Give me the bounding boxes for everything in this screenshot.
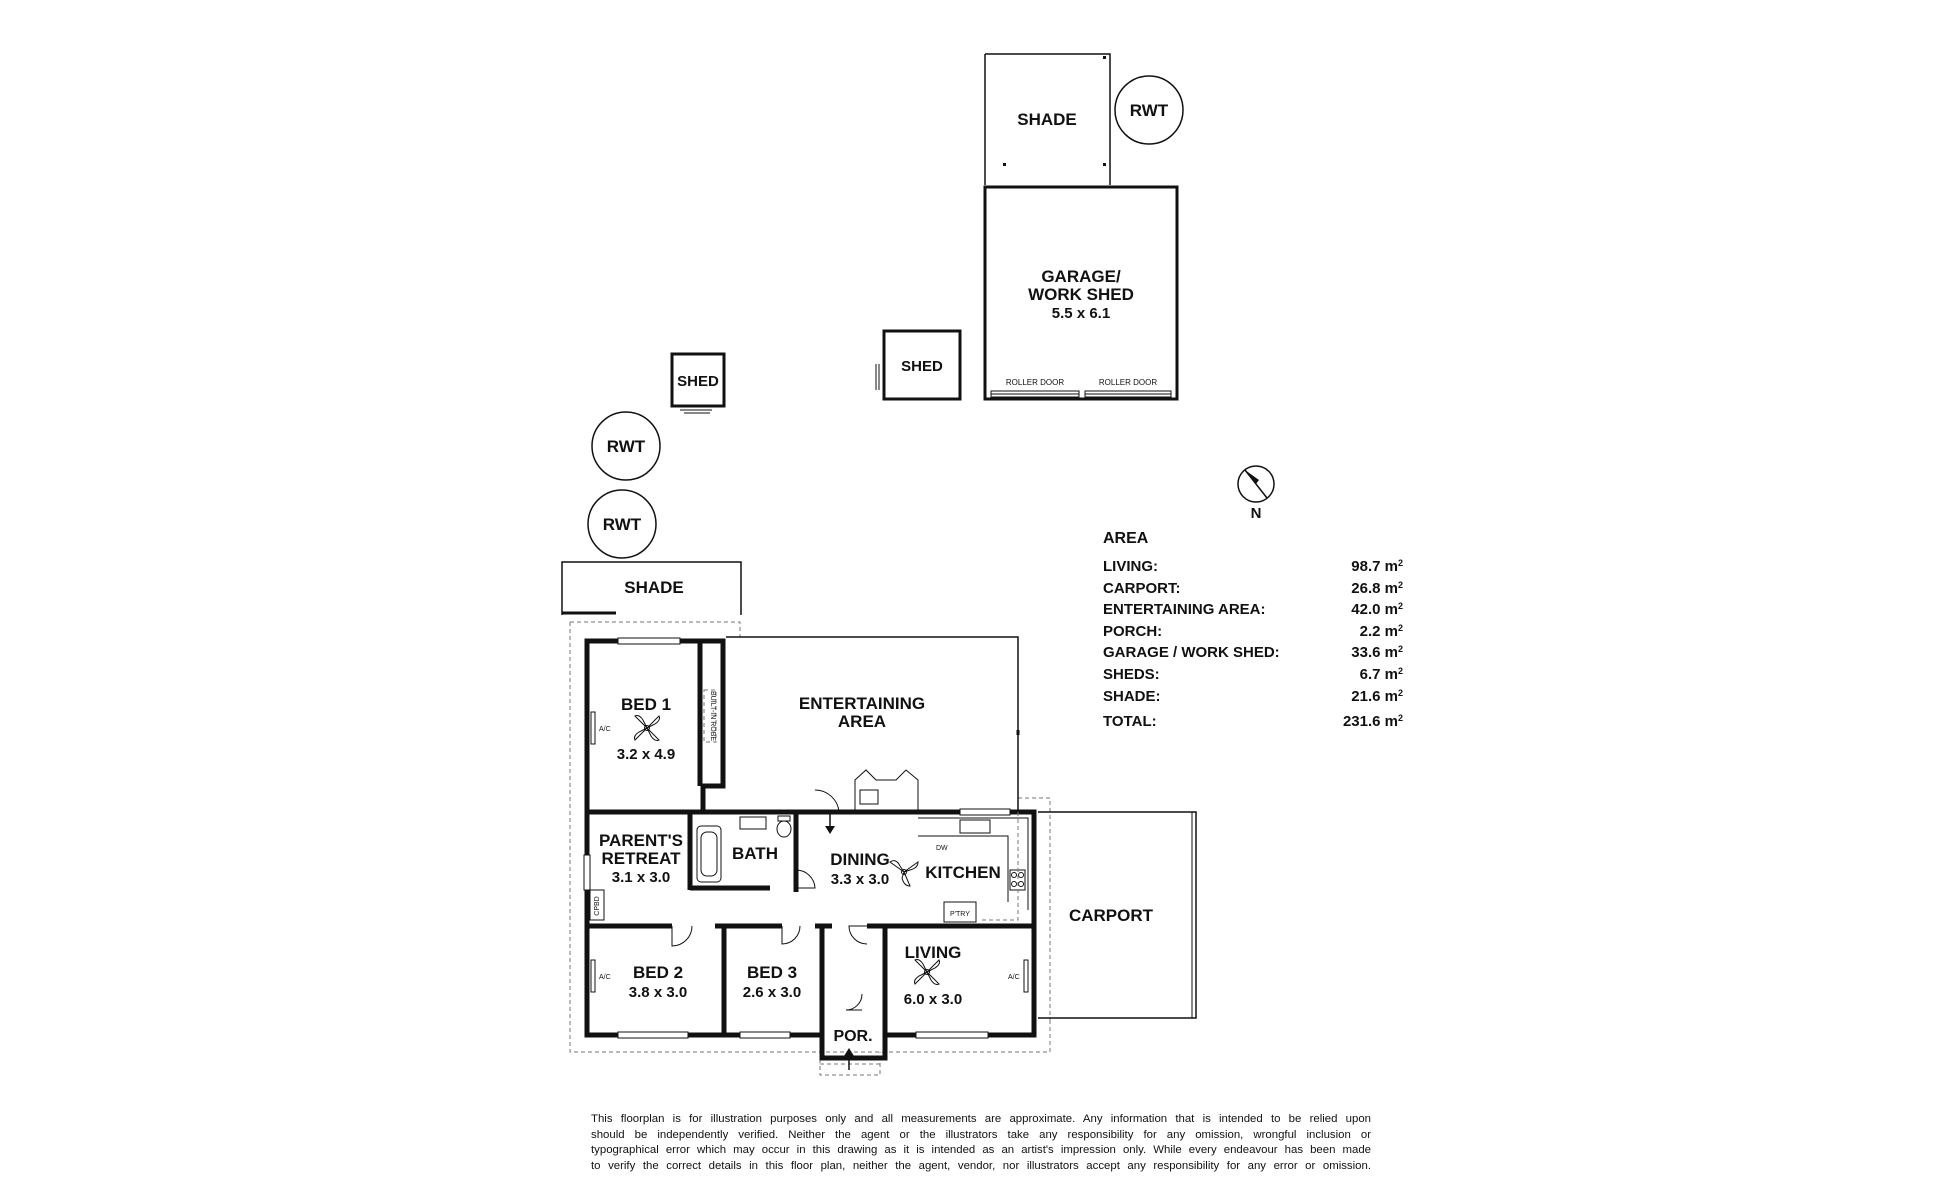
- kitchen-fixtures: [918, 812, 1029, 923]
- living-ac-label: A/C: [1008, 974, 1020, 981]
- porch-label: POR.: [833, 1028, 872, 1045]
- area-row-total: TOTAL: 231.6 m2: [1103, 711, 1403, 733]
- living-dims: 6.0 x 3.0: [904, 991, 962, 1008]
- shed-mid: SHED: [875, 329, 962, 401]
- garage-label-line1: GARAGE/: [1041, 267, 1121, 286]
- bed3-label: BED 3: [747, 963, 797, 982]
- shade-left-label: SHADE: [624, 578, 684, 597]
- shade-top-label: SHADE: [1017, 110, 1077, 129]
- north-compass: N: [1237, 465, 1275, 522]
- garage-roller-door-right: ROLLER DOOR: [1099, 378, 1157, 387]
- parents-retreat-label-line1: PARENT'S: [599, 831, 683, 850]
- area-row-label: GARAGE / WORK SHED:: [1103, 644, 1280, 662]
- bath-fixtures: [696, 815, 792, 883]
- kitchen-dw: DW: [936, 845, 948, 852]
- kitchen-ptry: P'TRY: [950, 911, 970, 918]
- area-row-sheds: SHEDS: 6.7 m2: [1103, 664, 1403, 686]
- robe-outline: [703, 689, 717, 743]
- eave-outline: [569, 621, 1051, 1053]
- carport: CARPORT: [1038, 811, 1197, 1019]
- rwt-left-2: RWT: [587, 489, 657, 559]
- entertaining-area: ENTERTAINING AREA: [726, 636, 1020, 812]
- area-row-value: 26.8 m2: [1351, 579, 1403, 597]
- shed-small-label: SHED: [677, 373, 719, 390]
- bed2-label: BED 2: [633, 963, 683, 982]
- area-row-value: 2.2 m2: [1359, 622, 1403, 640]
- parents-retreat-dims: 3.1 x 3.0: [612, 869, 670, 886]
- area-row-label: PORCH:: [1103, 622, 1163, 640]
- door-swings: [671, 789, 868, 1070]
- area-row-value: 21.6 m2: [1351, 687, 1403, 705]
- bed2-ac-label: A/C: [599, 974, 611, 981]
- bed1-dims: 3.2 x 4.9: [617, 746, 675, 763]
- area-row-value: 33.6 m2: [1351, 644, 1403, 662]
- disclaimer-line: typographical error which may occur in t…: [591, 1144, 1371, 1157]
- house-walls: [584, 638, 1037, 1061]
- ceiling-fan-icon: [634, 715, 940, 985]
- parents-retreat-cpbd: CPBD: [594, 896, 601, 915]
- area-row-label: ENTERTAINING AREA:: [1103, 601, 1266, 619]
- entertaining-label-line1: ENTERTAINING: [799, 694, 925, 713]
- bed1-label: BED 1: [621, 695, 671, 714]
- area-row-label: CARPORT:: [1103, 579, 1181, 597]
- shed-mid-label: SHED: [901, 358, 943, 375]
- entertaining-label-line2: AREA: [838, 712, 886, 731]
- shade-top: SHADE: [984, 53, 1111, 185]
- area-row-carport: CARPORT: 26.8 m2: [1103, 578, 1403, 600]
- area-row-value: 42.0 m2: [1351, 601, 1403, 619]
- area-row-label: LIVING:: [1103, 558, 1158, 575]
- area-row-label: SHADE:: [1103, 687, 1161, 705]
- windows: [583, 637, 1011, 1039]
- area-total-label: TOTAL:: [1103, 713, 1157, 731]
- rwt-left-1-label: RWT: [607, 437, 646, 456]
- area-row-porch: PORCH: 2.2 m2: [1103, 621, 1403, 643]
- area-row-label: SHEDS:: [1103, 665, 1160, 683]
- disclaimer-line: This floorplan is for illustration purpo…: [591, 1113, 1371, 1125]
- disclaimer-line: should be independently verified. Neithe…: [591, 1128, 1371, 1141]
- rwt-left-1: RWT: [591, 411, 661, 481]
- area-row-shade: SHADE: 21.6 m2: [1103, 686, 1403, 708]
- rwt-left-2-label: RWT: [603, 515, 642, 534]
- carport-label: CARPORT: [1069, 906, 1154, 925]
- area-row-value: 98.7 m2: [1351, 558, 1403, 575]
- shed-small: SHED: [670, 352, 726, 414]
- dining-label: DINING: [830, 850, 890, 869]
- living-label: LIVING: [905, 943, 962, 962]
- area-total-value: 231.6 m2: [1342, 713, 1403, 731]
- rwt-top: RWT: [1114, 75, 1184, 145]
- area-schedule: AREA LIVING: 98.7 m2 CARPORT: 26.8 m2 EN…: [1103, 530, 1403, 733]
- disclaimer: This floorplan is for illustration purpo…: [591, 1112, 1371, 1174]
- bed2-dims: 3.8 x 3.0: [629, 984, 687, 1001]
- garage-label-line2: WORK SHED: [1028, 285, 1134, 304]
- disclaimer-line: to verify the correct details in this fl…: [591, 1159, 1371, 1172]
- area-row-entertaining: ENTERTAINING AREA: 42.0 m2: [1103, 599, 1403, 621]
- bed1-robe-label: BUILT-IN ROBE: [709, 691, 716, 741]
- area-title: AREA: [1103, 530, 1149, 547]
- ac-units: [589, 711, 1029, 993]
- shade-left: SHADE: [561, 561, 742, 615]
- area-row-value: 6.7 m2: [1359, 665, 1403, 683]
- dining-dims: 3.3 x 3.0: [831, 871, 889, 888]
- garage-roller-door-left: ROLLER DOOR: [1006, 378, 1064, 387]
- garage-work-shed: GARAGE/ WORK SHED 5.5 x 6.1 ROLLER DOOR …: [983, 185, 1179, 401]
- area-row-living: LIVING: 98.7 m2: [1103, 556, 1403, 578]
- area-row-garage: GARAGE / WORK SHED: 33.6 m2: [1103, 642, 1403, 664]
- kitchen-label: KITCHEN: [925, 863, 1001, 882]
- bath-label: BATH: [732, 844, 778, 863]
- garage-dims: 5.5 x 6.1: [1052, 305, 1110, 322]
- parents-retreat-label-line2: RETREAT: [601, 849, 681, 868]
- bed3-dims: 2.6 x 3.0: [743, 984, 801, 1001]
- rwt-top-label: RWT: [1130, 101, 1169, 120]
- compass-label: N: [1251, 505, 1262, 522]
- bed1-ac-label: A/C: [599, 726, 611, 733]
